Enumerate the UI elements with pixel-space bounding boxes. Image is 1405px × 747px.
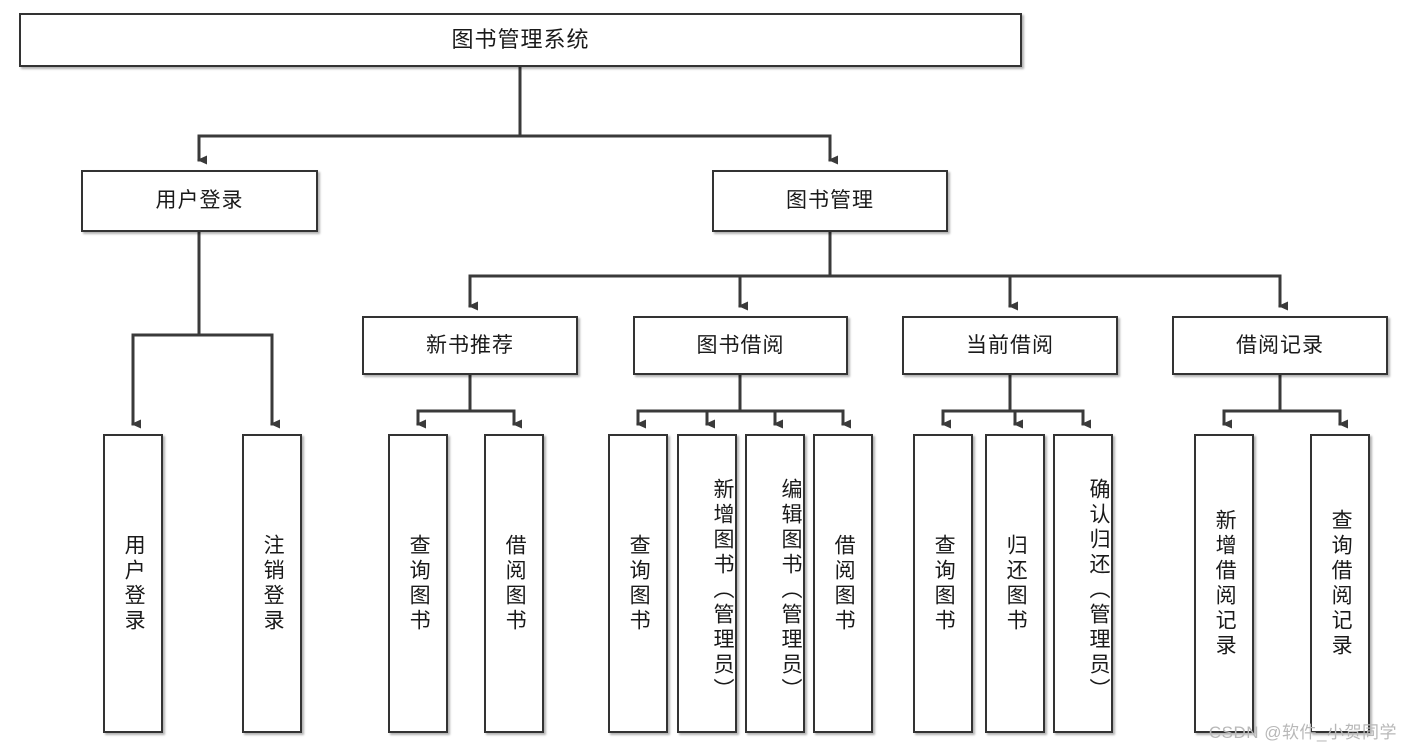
leaf-borrow-query-book[interactable]: 查询图书	[608, 434, 668, 733]
node-book-manage[interactable]: 图书管理	[712, 170, 948, 232]
node-label: 借阅图书	[832, 533, 856, 634]
leaf-recommend-query-book[interactable]: 查询图书	[388, 434, 448, 733]
node-current-borrow[interactable]: 当前借阅	[902, 316, 1118, 375]
leaf-user-login[interactable]: 用户登录	[103, 434, 163, 733]
node-label: 借阅图书	[503, 533, 527, 634]
node-new-book-recommend[interactable]: 新书推荐	[362, 316, 578, 375]
node-label: 借阅记录	[1236, 333, 1324, 357]
node-label: 新书推荐	[426, 333, 514, 357]
node-label: 新增借阅记录	[1213, 508, 1237, 659]
leaf-current-query-book[interactable]: 查询图书	[913, 434, 973, 733]
node-label: 用户登录	[155, 189, 244, 213]
node-label: 图书管理	[786, 189, 874, 213]
csdn-watermark: CSDN @软件_小贺同学	[1208, 723, 1397, 742]
node-label: 归还图书	[1004, 533, 1028, 634]
leaf-borrow-edit-book[interactable]: 编辑图书（管理员）	[745, 434, 805, 733]
leaf-borrow-add-book[interactable]: 新增图书（管理员）	[677, 434, 737, 733]
node-label: 查询借阅记录	[1329, 508, 1353, 659]
node-label: 查询图书	[932, 533, 956, 634]
leaf-current-confirm-return[interactable]: 确认归还（管理员）	[1053, 434, 1113, 733]
node-label: 当前借阅	[966, 333, 1054, 357]
leaf-record-add-record[interactable]: 新增借阅记录	[1194, 434, 1254, 733]
leaf-recommend-borrow-book[interactable]: 借阅图书	[484, 434, 544, 733]
node-label: 确认归还（管理员）	[1087, 478, 1110, 703]
leaf-record-query-record[interactable]: 查询借阅记录	[1310, 434, 1370, 733]
node-borrow-record[interactable]: 借阅记录	[1172, 316, 1388, 375]
node-root-system[interactable]: 图书管理系统	[19, 13, 1022, 67]
node-label: 新增图书（管理员）	[711, 478, 734, 703]
node-label: 用户登录	[122, 533, 146, 634]
node-label: 注销登录	[261, 533, 285, 634]
node-user-login[interactable]: 用户登录	[81, 170, 318, 232]
leaf-user-logout[interactable]: 注销登录	[242, 434, 302, 733]
node-book-borrow[interactable]: 图书借阅	[633, 316, 848, 375]
node-label: 图书管理系统	[451, 26, 590, 52]
node-label: 查询图书	[407, 533, 431, 634]
leaf-current-return-book[interactable]: 归还图书	[985, 434, 1045, 733]
node-label: 查询图书	[627, 533, 651, 634]
leaf-borrow-borrow-book[interactable]: 借阅图书	[813, 434, 873, 733]
node-label: 图书借阅	[696, 333, 785, 357]
node-label: 编辑图书（管理员）	[779, 478, 802, 703]
